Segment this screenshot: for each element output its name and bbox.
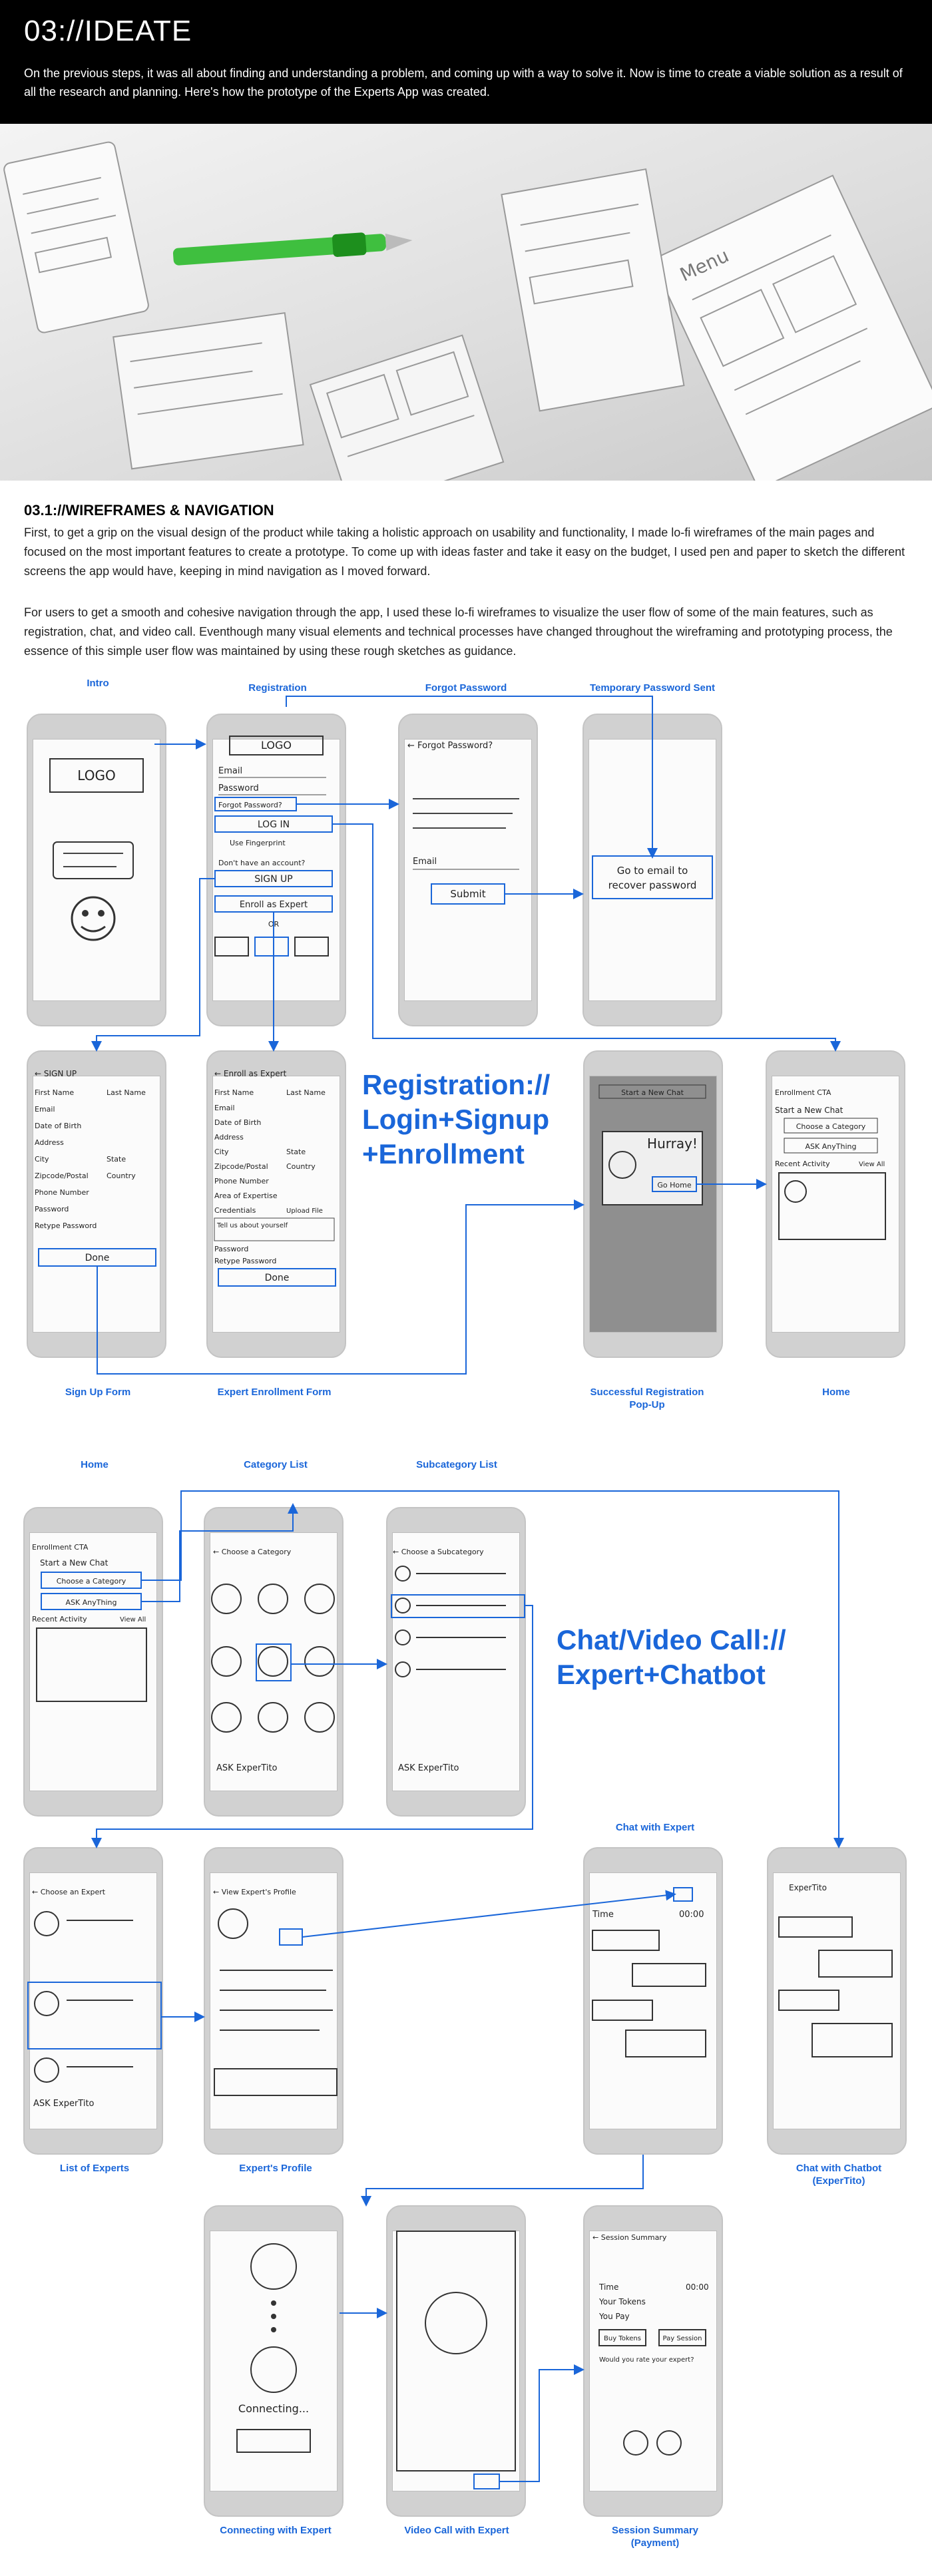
- flow1-heading-line-3: +Enrollment: [362, 1138, 525, 1170]
- phone-expert-enrollment: [206, 1050, 346, 1358]
- flow2-heading-line-2: Expert+Chatbot: [557, 1659, 766, 1690]
- caption-signup-form: Sign Up Form: [65, 1387, 131, 1398]
- phone-registration-popup: [583, 1050, 723, 1358]
- phone-home-2: [23, 1507, 163, 1817]
- phone-temp-password: [582, 714, 722, 1026]
- phone-video-call: [386, 2205, 526, 2517]
- section-title: 03.1://WIREFRAMES & NAVIGATION: [24, 502, 274, 519]
- caption-chatbot: Chat with Chatbot (ExperTito): [796, 2163, 882, 2187]
- sketches-photo: Menu: [0, 124, 932, 481]
- flow1-heading-line-2: Login+Signup: [362, 1104, 550, 1135]
- caption-category-list: Category List: [244, 1459, 308, 1470]
- page-title: 03://IDEATE: [24, 15, 192, 47]
- caption-subcategory-list: Subcategory List: [416, 1459, 497, 1470]
- caption-connecting: Connecting with Expert: [220, 2525, 332, 2536]
- intro-text: On the previous steps, it was all about …: [24, 67, 903, 99]
- caption-list-experts: List of Experts: [59, 2163, 130, 2174]
- sketches-photo-image: Menu: [3, 141, 932, 481]
- flow2-heading: Chat/Video Call:// Expert+Chatbot: [557, 1623, 786, 1692]
- phone-connecting: [204, 2205, 344, 2517]
- phone-chat-expert: [583, 1847, 723, 2155]
- flow2-heading-line-1: Chat/Video Call://: [557, 1624, 786, 1655]
- caption-registration: Registration: [248, 682, 307, 694]
- phone-subcategory-list: [386, 1507, 526, 1817]
- phone-intro: [27, 714, 166, 1026]
- caption-home: Home: [822, 1387, 850, 1398]
- caption-session-summary: Session Summary (Payment): [611, 2525, 699, 2549]
- phone-chatbot: [767, 1847, 907, 2155]
- caption-expert-enrollment: Expert Enrollment Form: [217, 1387, 332, 1398]
- flow1-heading: Registration:// Login+Signup +Enrollment: [362, 1068, 550, 1172]
- caption-home-2: Home: [81, 1459, 109, 1470]
- page-header: 03://IDEATE On the previous steps, it wa…: [0, 0, 932, 124]
- phone-signup-form: [27, 1050, 166, 1358]
- phone-home: [766, 1050, 905, 1358]
- phone-registration: [206, 714, 346, 1026]
- caption-intro: Intro: [87, 678, 109, 689]
- flow1-heading-line-1: Registration://: [362, 1069, 551, 1100]
- phone-category-list: [204, 1507, 344, 1817]
- phone-forgot-password: [398, 714, 538, 1026]
- caption-chat-expert: Chat with Expert: [615, 1822, 695, 1833]
- phone-session-summary: [583, 2205, 723, 2517]
- caption-expert-profile: Expert's Profile: [239, 2163, 312, 2174]
- phone-expert-profile: [204, 1847, 344, 2155]
- caption-forgot-password: Forgot Password: [425, 682, 507, 694]
- section-paragraph-2: For users to get a smooth and cohesive n…: [24, 606, 893, 658]
- caption-temp-password: Temporary Password Sent: [589, 682, 716, 694]
- section-paragraph-1: First, to get a grip on the visual desig…: [24, 526, 905, 578]
- caption-registration-popup: Successful Registration Pop-Up: [590, 1387, 704, 1410]
- phone-list-experts: [23, 1847, 163, 2155]
- caption-video-call: Video Call with Expert: [404, 2525, 509, 2536]
